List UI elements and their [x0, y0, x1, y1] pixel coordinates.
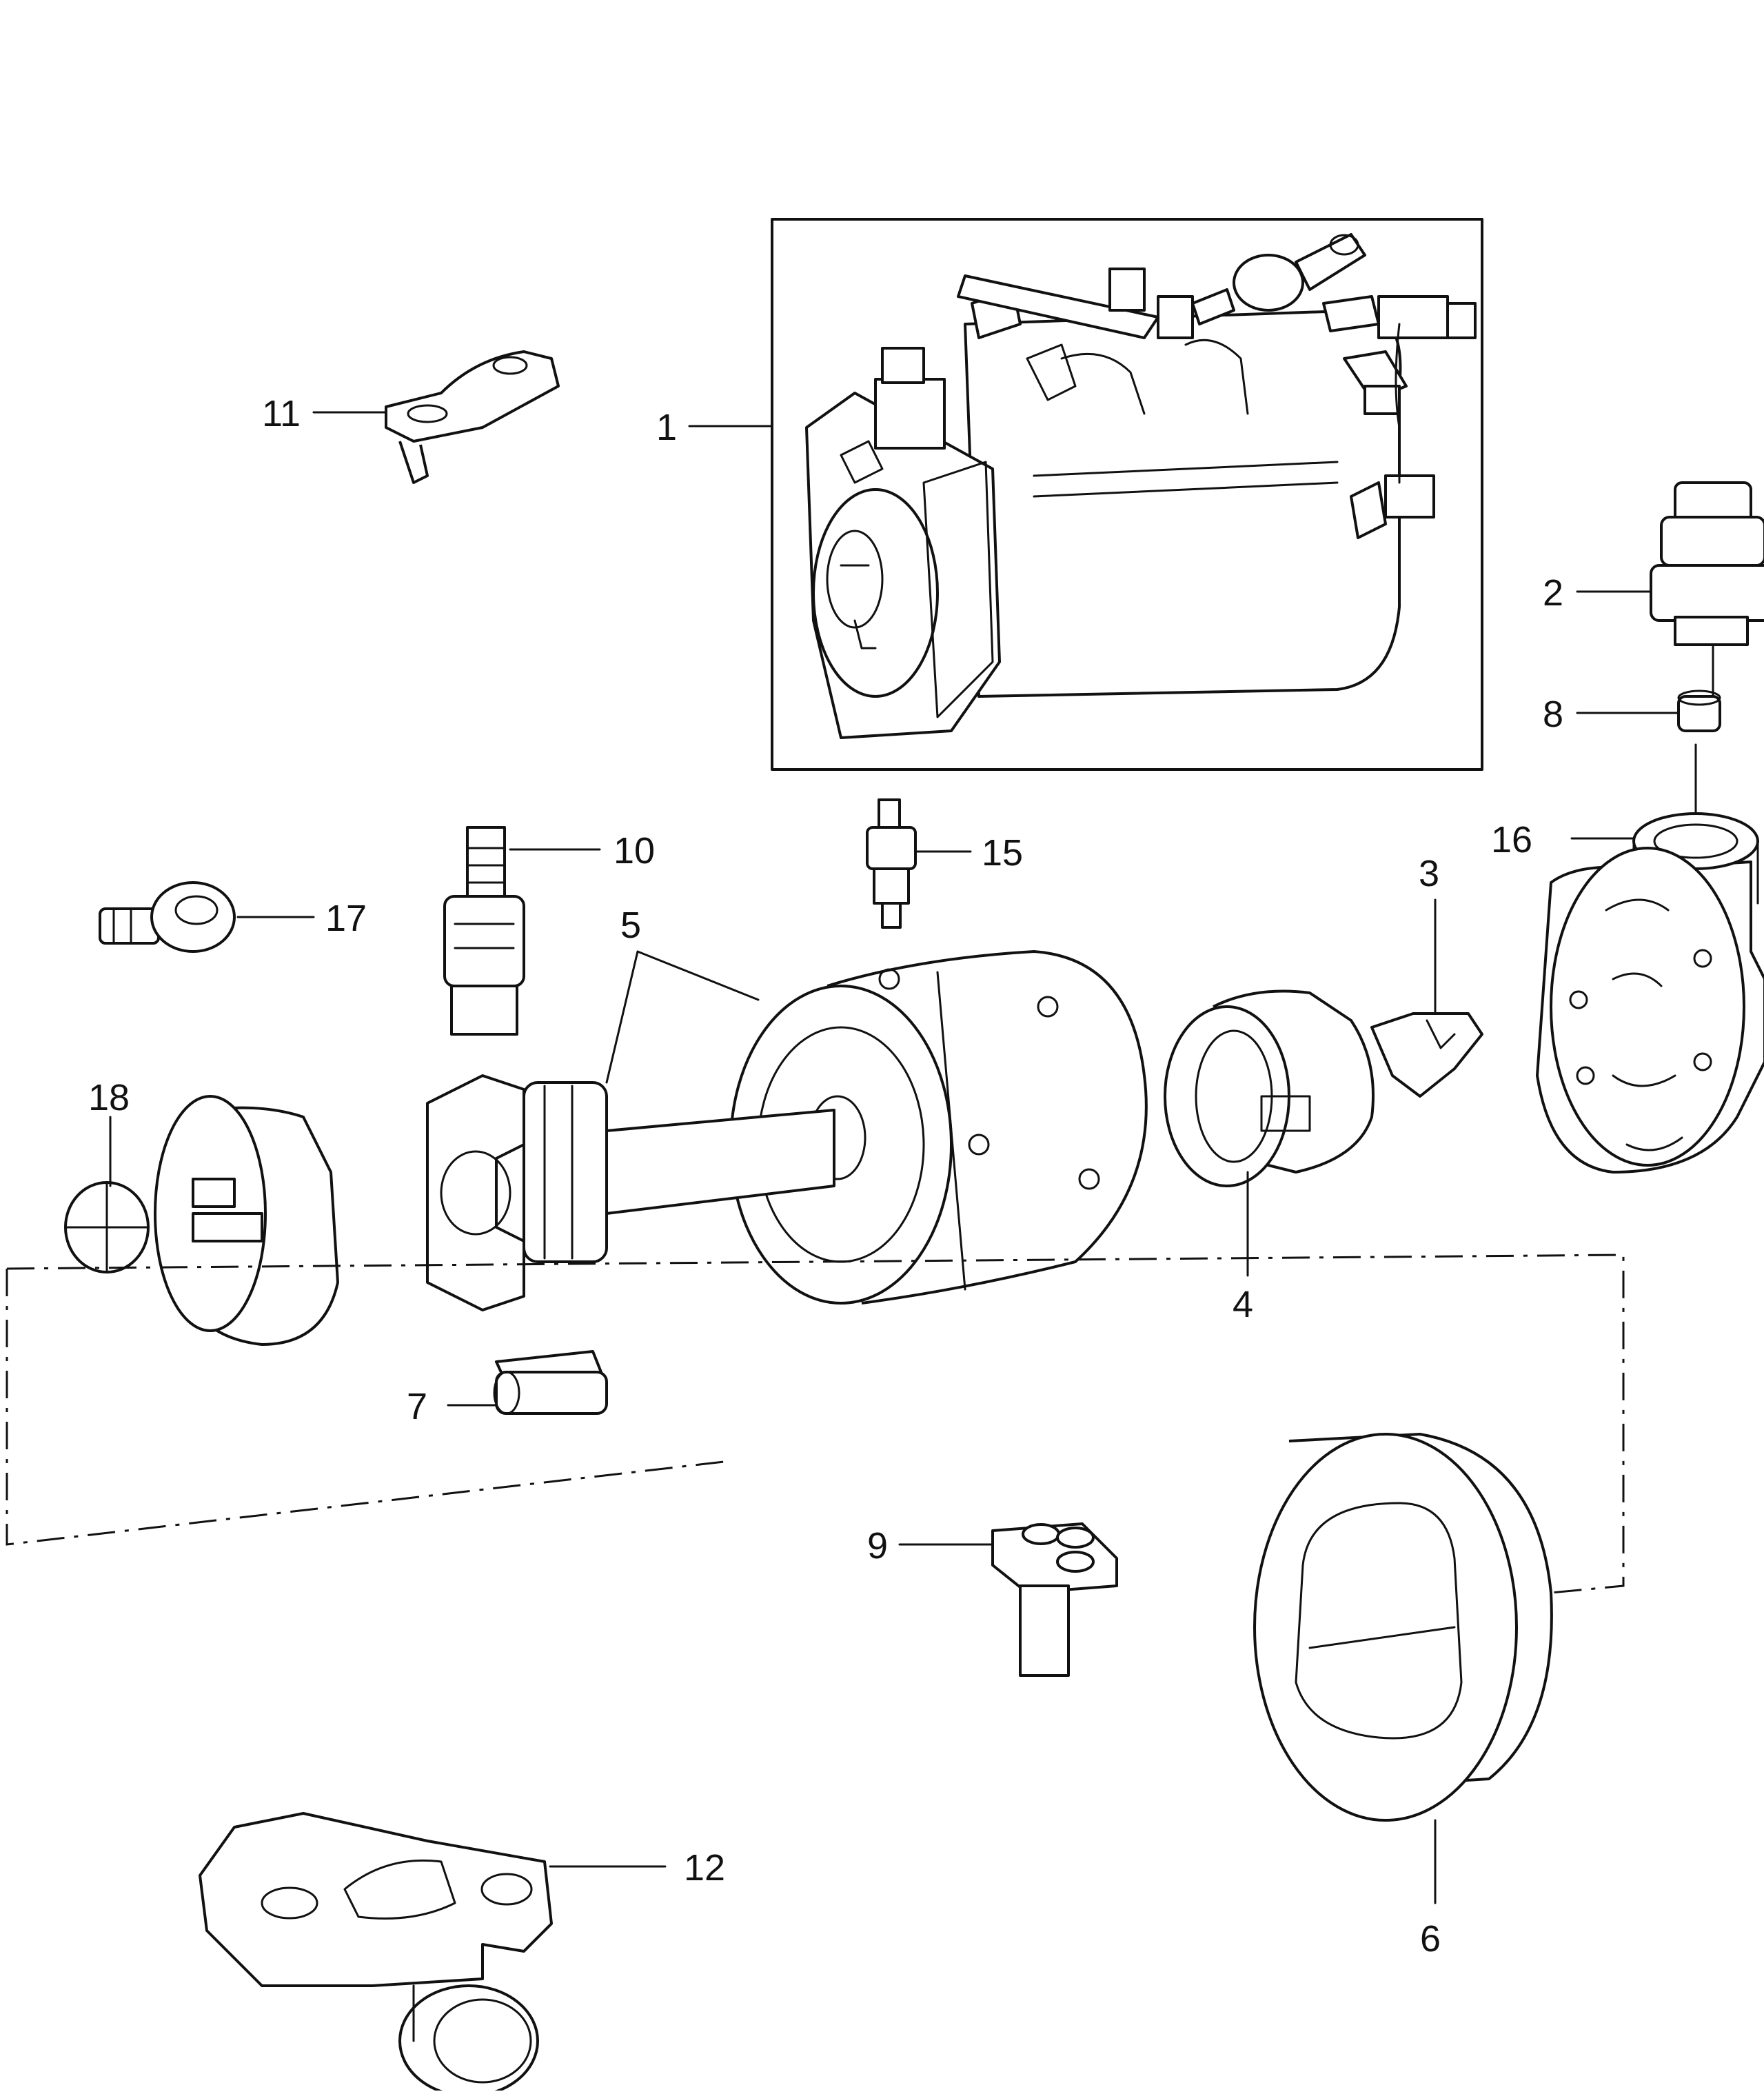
callout-6: 6	[1420, 1918, 1441, 1960]
part-10-plunger	[443, 826, 525, 1036]
assembly-line	[6, 1254, 1625, 1594]
leader-lines	[109, 411, 1680, 1904]
part-4-ring	[1164, 989, 1375, 1187]
part-5-rotor-and-head	[426, 950, 1148, 1311]
callout-4: 4	[1233, 1284, 1253, 1325]
part-17-banjo-fitting	[99, 881, 236, 953]
assembly-frame	[771, 218, 1483, 771]
callout-8: 8	[1543, 694, 1563, 735]
callout-9: 9	[867, 1525, 888, 1567]
callout-3: 3	[1419, 853, 1439, 894]
callout-17: 17	[325, 898, 367, 939]
part-3-key	[1370, 1012, 1483, 1098]
part-9-block	[991, 1522, 1118, 1677]
callout-10: 10	[614, 830, 655, 872]
part-8-sleeve	[1677, 689, 1721, 829]
part-18-cam-ring	[64, 1095, 339, 1346]
part-11-bracket	[385, 350, 560, 484]
callout-18: 18	[88, 1077, 130, 1118]
part-16-housing	[1536, 812, 1764, 1174]
callout-2: 2	[1543, 572, 1563, 614]
part-7-roller	[493, 1350, 608, 1415]
part-12-bracket	[199, 1812, 553, 2094]
callout-12: 12	[684, 1847, 725, 1889]
callout-5: 5	[620, 905, 641, 946]
part-1-injection-pump-assembly	[771, 218, 1483, 771]
callout-1: 1	[656, 407, 677, 448]
callout-11: 11	[262, 393, 301, 434]
callout-16: 16	[1491, 819, 1532, 860]
callout-7: 7	[407, 1386, 427, 1427]
part-15-small-valve	[866, 798, 917, 929]
part-2-valve	[1650, 481, 1764, 698]
part-6-large-ring	[1253, 1433, 1553, 1822]
callout-15: 15	[982, 832, 1023, 874]
callout-labels: 1 11 2 8 16 3 4 5 10 15 17 18 7 9 12 6	[88, 393, 1563, 1960]
